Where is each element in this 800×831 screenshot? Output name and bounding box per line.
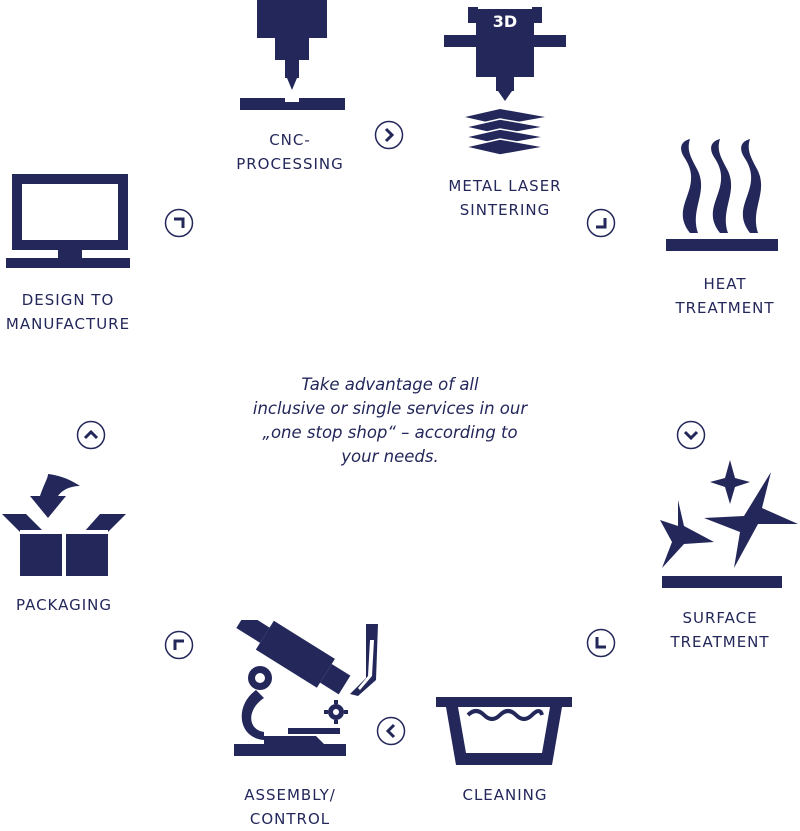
step-design-line1: DESIGN TO (21, 291, 115, 309)
step-packaging-line1: PACKAGING (15, 596, 113, 614)
center-tagline-line1: Take advantage of all (301, 375, 479, 394)
step-cleaning-label: CLEANING (440, 783, 570, 807)
step-packaging-label: PACKAGING (0, 593, 128, 617)
3d-printer-icon (444, 7, 566, 155)
step-cleaning-line1: CLEANING (462, 786, 548, 804)
heat-waves-icon (666, 139, 778, 251)
step-heat-label: HEAT TREATMENT (650, 272, 800, 320)
step-cnc-line2: PROCESSING (236, 155, 344, 173)
step-design-line2: MANUFACTURE (5, 315, 131, 333)
center-tagline-line4: your needs. (341, 447, 439, 466)
cnc-machine-icon (240, 0, 345, 110)
cleaning-basin-icon (436, 697, 572, 765)
step-heat-line1: HEAT (703, 275, 747, 293)
step-surface-label: SURFACE TREATMENT (640, 606, 800, 654)
arrow-packaging-to-design (76, 420, 106, 450)
sparkles-icon (660, 460, 798, 588)
3d-badge: 3D (492, 12, 518, 31)
center-tagline-line2: inclusive or single services in our (252, 399, 528, 418)
step-cnc-label: CNC- PROCESSING (220, 128, 360, 176)
step-surface-line2: TREATMENT (670, 633, 770, 651)
arrow-design-to-cnc (164, 208, 194, 238)
step-assembly-line2: CONTROL (249, 810, 331, 828)
step-design-label: DESIGN TO MANUFACTURE (0, 288, 136, 336)
step-laser-line1: METAL LASER (448, 177, 562, 195)
step-laser-line2: SINTERING (459, 201, 551, 219)
step-cnc-line1: CNC- (269, 131, 311, 149)
step-surface-line1: SURFACE (682, 609, 758, 627)
arrow-heat-to-surface (676, 420, 706, 450)
center-tagline-line3: „one stop shop“ – according to (262, 423, 518, 442)
arrow-laser-to-heat (586, 208, 616, 238)
microscope-icon (234, 620, 378, 756)
center-tagline: Take advantage of all inclusive or singl… (220, 373, 560, 469)
arrow-cleaning-to-assembly (376, 716, 406, 746)
arrow-surface-to-cleaning (586, 628, 616, 658)
package-box-icon (2, 474, 126, 576)
monitor-icon (6, 174, 130, 268)
step-heat-line2: TREATMENT (675, 299, 775, 317)
arrow-assembly-to-packaging (164, 630, 194, 660)
step-laser-label: METAL LASER SINTERING (425, 174, 585, 222)
step-assembly-label: ASSEMBLY/ CONTROL (215, 783, 365, 831)
arrow-cnc-to-laser (374, 120, 404, 150)
step-assembly-line1: ASSEMBLY/ (244, 786, 336, 804)
